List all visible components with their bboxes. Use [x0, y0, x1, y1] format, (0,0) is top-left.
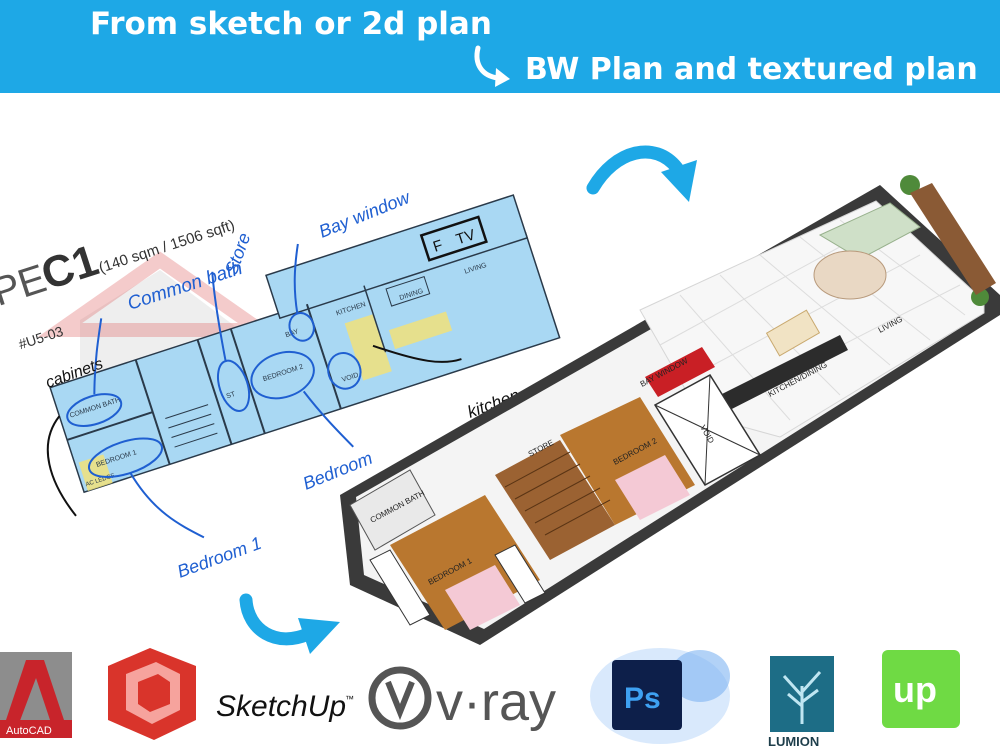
sketch-room-label: ST [226, 391, 237, 401]
sketch-room-label: VOID [341, 372, 359, 384]
upwork-label: up [893, 669, 937, 710]
arrow-right-curved-icon [586, 145, 697, 202]
headline-bw-plan: BW Plan and textured plan [525, 52, 978, 87]
common-bath-floor [349, 469, 436, 551]
lumion-label: LUMION [768, 734, 819, 749]
software-logo-row: AutoCAD SketchUp ™ v·ray Ps LUMION up [0, 648, 960, 749]
headline-sketch: From sketch or 2d plan [90, 6, 492, 42]
plan-unit-number: #U5-03 [16, 323, 65, 352]
arrow-down-curved-icon [239, 593, 340, 654]
textured-floor-plan: COMMON BATH BEDROOM 1 STORE BEDROOM 2 VO… [340, 175, 1000, 645]
vray-wordmark: v·ray [436, 672, 556, 732]
sketch-floor-plan: F TV COMMON BATH BEDROOM 1 BEDROOM 2 KIT… [0, 187, 561, 582]
curved-arrow-icon [474, 45, 510, 87]
sketchup-trademark: ™ [345, 694, 354, 704]
vray-logo: v·ray [368, 666, 556, 732]
lumion-logo: LUMION [768, 656, 834, 749]
photoshop-logo: Ps [590, 648, 730, 744]
sketchup-wordmark: SketchUp [216, 690, 346, 723]
bay-window-fill [645, 347, 715, 397]
autocad-logo: AutoCAD [0, 652, 72, 738]
annotation-bedroom-1: Bedroom 1 [175, 533, 265, 582]
dining-table [765, 309, 821, 357]
annotation-store: Store [221, 230, 255, 277]
header-banner: From sketch or 2d plan BW Plan and textu… [0, 0, 1000, 93]
sketchup-icon [108, 648, 196, 740]
upwork-logo: up [882, 650, 960, 728]
photoshop-label: Ps [624, 682, 661, 715]
autocad-label: AutoCAD [6, 725, 52, 737]
label-tv: TV [454, 226, 477, 248]
